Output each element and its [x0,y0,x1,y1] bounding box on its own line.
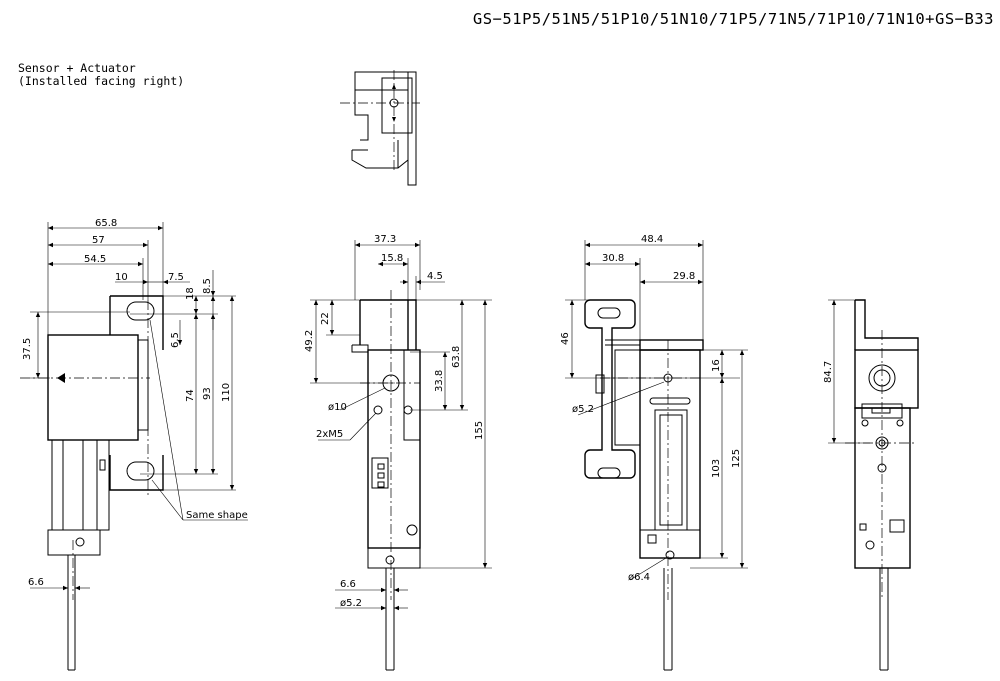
dim-155: 155 [474,421,485,440]
note-line-1: Sensor + Actuator [18,61,136,75]
dim-phi6-4: ø6.4 [628,572,650,583]
dim-125: 125 [731,449,742,468]
dim-22: 22 [320,312,331,325]
installation-note: Sensor + Actuator (Installed facing righ… [18,62,184,88]
dim-10: 10 [115,272,128,283]
dim-phi5-2-right: ø5.2 [572,404,594,415]
dim-103: 103 [711,459,722,478]
side-view-3: 48.4 30.8 29.8 46 16 103 125 [560,234,748,671]
dim-6-6-left: 6.6 [28,577,44,588]
same-shape-label: Same shape [186,510,248,521]
dim-7-5: 7.5 [168,272,184,283]
dim-18: 18 [185,287,196,300]
note-line-2: (Installed facing right) [18,74,185,88]
dim-33-8: 33.8 [434,370,445,392]
dim-phi5-2-mid: ø5.2 [340,598,362,609]
drawing-title: GS−51P5/51N5/51P10/51N10/71P5/71N5/71P10… [472,10,994,28]
dim-84-7: 84.7 [823,361,834,383]
dim-6-5: 6.5 [170,332,181,348]
dim-57: 57 [92,235,105,246]
dim-49-2: 49.2 [304,330,315,352]
side-view-2: 37.3 15.8 4.5 22 49.2 63.8 33.8 155 [304,234,492,671]
dim-30-8: 30.8 [602,253,624,264]
dim-54-5: 54.5 [84,254,106,265]
dim-63-8: 63.8 [451,346,462,368]
dim-37-5: 37.5 [22,338,33,360]
dim-6-6-mid: 6.6 [340,579,356,590]
top-view [340,70,420,186]
end-view-4: 84.7 [823,299,919,671]
dim-15-8: 15.8 [381,253,403,264]
dim-2xM5: 2xM5 [316,429,343,440]
dim-93: 93 [202,387,213,400]
dim-29-8: 29.8 [673,271,695,282]
dim-74: 74 [185,389,196,402]
dim-110: 110 [221,383,232,402]
dim-4-5: 4.5 [427,271,443,282]
dim-phi10: ø10 [328,402,347,413]
dim-46: 46 [560,332,571,345]
dim-65-8: 65.8 [95,218,117,229]
dim-16: 16 [711,359,722,372]
front-view-left: 65.8 57 54.5 10 7.5 18 8.5 6.5 74 [20,218,248,671]
dim-37-3: 37.3 [374,234,396,245]
dim-8-5: 8.5 [202,278,213,294]
dim-48-4: 48.4 [641,234,663,245]
